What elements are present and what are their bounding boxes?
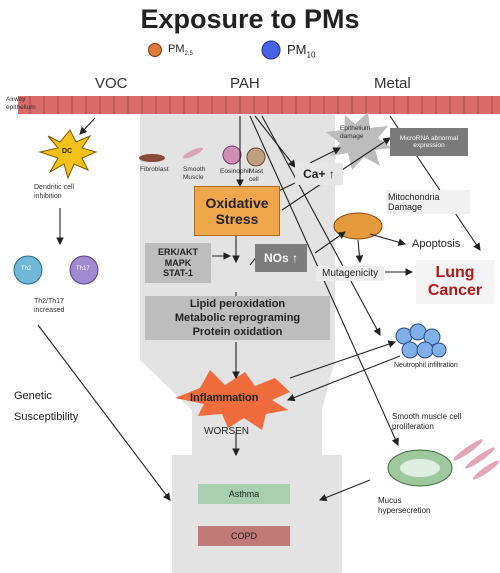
dc-label: DC <box>62 148 73 155</box>
nos-label: NOs <box>263 251 289 265</box>
page-title: Exposure to PMs <box>140 4 360 34</box>
th-increased-label: Th2/Th17 increased <box>34 298 65 314</box>
worsen-label: WORSEN <box>204 426 249 437</box>
fibroblast-shape <box>139 154 165 162</box>
oxidative-stress-box: Oxidative Stress <box>194 186 280 236</box>
neutrophil-label: Neutrophil infiltration <box>394 362 458 369</box>
asthma-label: Asthma <box>228 489 260 499</box>
copd-box: COPD <box>198 526 290 546</box>
mito-damage-label: Mitochondria Damage <box>386 190 470 214</box>
mucus-ring <box>387 449 453 487</box>
eosinophil-label: Eosinophil <box>220 168 250 175</box>
th17-cell-shape <box>69 255 99 285</box>
inflammation-burst <box>175 370 290 430</box>
microrna-label: MicroRNA abnormal expression <box>399 135 459 149</box>
smooth-muscle-label: Smooth Muscle <box>183 166 206 181</box>
metal-label: Metal <box>374 75 411 92</box>
mucus-label: Mucus hypersecretion <box>378 496 431 516</box>
ca-label: Ca+ <box>303 167 326 181</box>
pm10-dot <box>261 40 281 60</box>
pm25-label: PM2.5 <box>168 43 193 58</box>
neutrophil-cluster <box>395 323 447 359</box>
mast-cell-shape <box>246 147 266 167</box>
th17-label: Th17 <box>76 266 90 272</box>
pah-label: PAH <box>230 75 260 92</box>
smc-proliferation-label: Smooth muscle cell proliferation <box>392 412 462 432</box>
apoptosis-label: Apoptosis <box>412 238 461 250</box>
airway-epithelium-strip <box>18 96 500 114</box>
mitochondria-shape <box>333 212 383 240</box>
copd-label: COPD <box>230 531 257 541</box>
asthma-box: Asthma <box>198 484 290 504</box>
th2-label: Th2 <box>21 266 32 272</box>
nos-box: NOs ↑ <box>255 244 307 272</box>
inflammation-label: Inflammation <box>190 392 259 404</box>
funnel-background <box>140 112 342 573</box>
genetic-susceptibility-label: Genetic Susceptibility <box>14 390 79 423</box>
smooth-muscle-shape <box>182 147 204 159</box>
lipid-box: Lipid peroxidation Metabolic reprogramin… <box>145 296 330 340</box>
smooth-muscle-cells-right <box>453 439 500 480</box>
dendritic-inhibition-label: Dendritic cell inhibition <box>34 184 75 200</box>
microrna-box: MicroRNA abnormal expression <box>390 128 468 156</box>
lung-cancer-box: Lung Cancer <box>416 260 494 304</box>
mast-cell-label: Mast cell <box>249 168 264 183</box>
pm25-dot <box>148 43 162 57</box>
pm10-label: PM10 <box>287 42 316 60</box>
erk-box: ERK/AKT MAPK STAT-1 <box>145 243 211 283</box>
ca-box: Ca+ ↑ <box>295 163 343 185</box>
dendritic-cell-shape <box>38 129 98 180</box>
lung-cancer-label: Lung Cancer <box>427 264 483 299</box>
fibroblast-label: Fibroblast <box>140 166 169 173</box>
th2-cell-shape <box>13 255 43 285</box>
epithelium-damage-burst <box>326 112 392 170</box>
oxidative-stress-label: Oxidative Stress <box>205 194 269 227</box>
erk-label: ERK/AKT MAPK STAT-1 <box>158 246 198 279</box>
eosinophil-shape <box>222 145 242 165</box>
voc-label: VOC <box>95 75 128 92</box>
airway-epithelium-label: Airway epithelium <box>6 96 36 112</box>
epithelium-damage-label: Epithelium damage <box>340 125 371 140</box>
mutagenicity-label: Mutagenicity <box>316 266 385 281</box>
lipid-label: Lipid peroxidation Metabolic reprogramin… <box>174 297 301 339</box>
